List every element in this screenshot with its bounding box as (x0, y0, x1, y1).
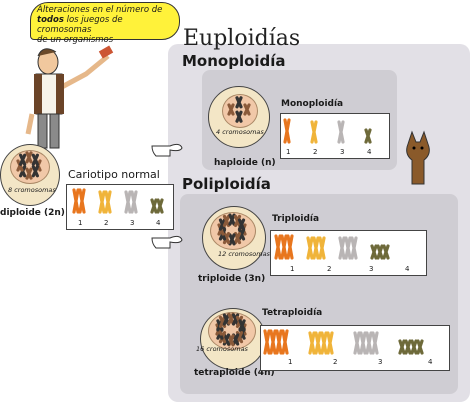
tetraploid-num-3: 3 (378, 358, 383, 366)
tetraploid-num-1: 1 (288, 358, 293, 366)
haploid-num-3: 3 (340, 148, 345, 156)
triploidia-heading: Triploidía (272, 214, 320, 224)
normal-heading: Cariotipo normal (68, 168, 160, 181)
pointing-hand-icon (151, 143, 183, 157)
pointing-hand-icon (151, 235, 183, 249)
haploid-cell-label: 4 cromosomas (216, 128, 264, 136)
triploid-num-4: 4 (405, 265, 410, 273)
diploid-nucleus (10, 150, 50, 184)
monoploidia-subheading: Monoploidía (281, 99, 344, 109)
haploid-num-2: 2 (313, 148, 318, 156)
diploid-num-1: 1 (78, 219, 83, 227)
triploid-nucleus (210, 212, 256, 250)
page-title: Euploidías (183, 26, 301, 51)
dog-illustration (406, 130, 430, 185)
speech-bubble: Alteraciones en el número de todos los j… (30, 2, 180, 45)
haploid-num-1: 1 (286, 148, 291, 156)
bubble-text-1: Alteraciones en el número de (37, 5, 163, 15)
triploid-num-2: 2 (327, 265, 332, 273)
monoploidia-heading: Monoploidía (182, 52, 286, 70)
tetraploid-num-2: 2 (333, 358, 338, 366)
diploid-cell-label: 8 cromosomas (8, 186, 56, 194)
haploid-nucleus (222, 94, 258, 128)
triploid-num-1: 1 (290, 265, 295, 273)
haploid-caption: haploide (n) (214, 158, 276, 168)
tetraploidia-heading: Tetraploidía (262, 308, 323, 318)
tetraploid-caption: tetraploide (4n) (194, 368, 275, 378)
haploid-num-4: 4 (367, 148, 372, 156)
haploid-karyotype-box (280, 113, 390, 159)
diploid-caption: diploide (2n) (0, 208, 65, 218)
diploid-num-4: 4 (156, 219, 161, 227)
triploid-num-3: 3 (369, 265, 374, 273)
tetraploid-cell-label: 16 cromosomas (196, 345, 248, 353)
triploid-cell-label: 12 cromosomas (218, 250, 270, 258)
poliploidia-heading: Poliploidía (182, 175, 271, 193)
scientist-illustration (25, 45, 114, 149)
tetraploid-num-4: 4 (428, 358, 433, 366)
bubble-text-bold: todos (37, 15, 64, 25)
bubble-text-2: los juegos de cromosomas (37, 15, 123, 35)
diploid-num-2: 2 (104, 219, 109, 227)
triploid-caption: triploide (3n) (198, 274, 266, 284)
diploid-num-3: 3 (130, 219, 135, 227)
bubble-text-3: de un organismos (37, 35, 114, 45)
